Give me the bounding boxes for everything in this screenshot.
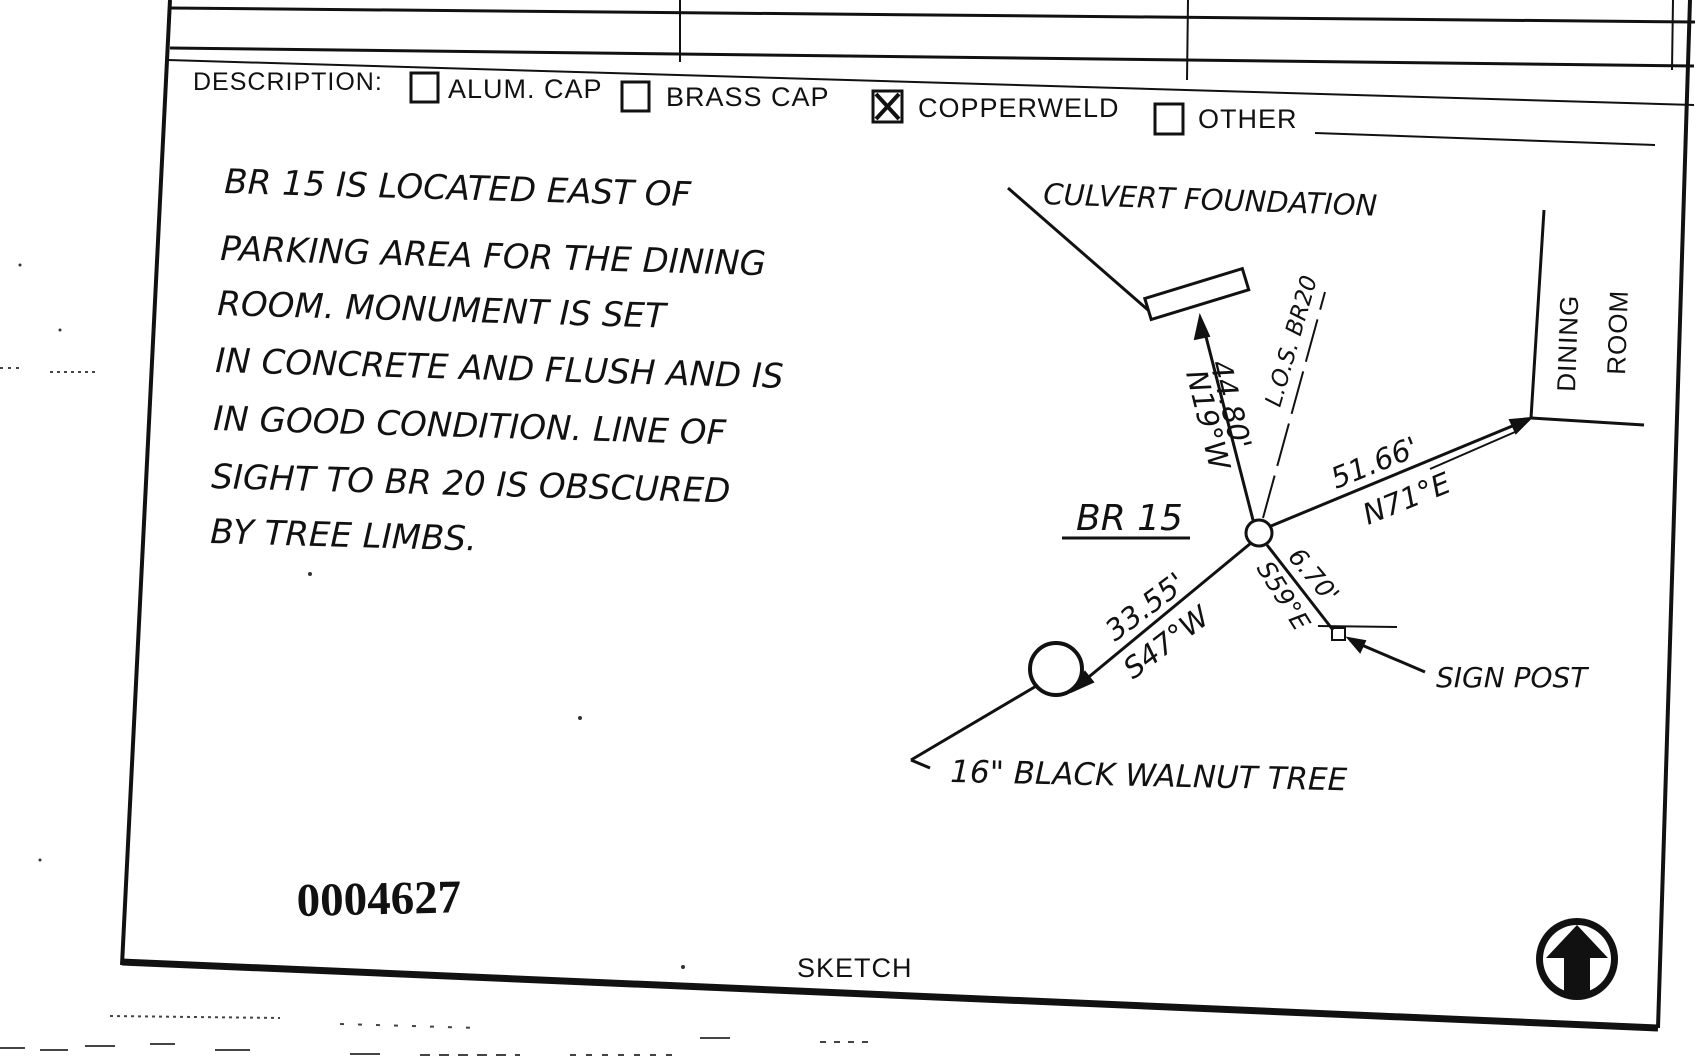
tree-leader: [910, 758, 931, 770]
option-label-copperweld: COPPERWELD: [918, 93, 1120, 123]
description-label: DESCRIPTION:: [193, 68, 383, 96]
tree-circle: [1028, 641, 1084, 697]
north-arrow-icon: [1536, 918, 1618, 1000]
tree-leader: [910, 683, 1039, 762]
culvert-label: CULVERT FOUNDATION: [1043, 177, 1378, 223]
dining-room-wall: [1530, 416, 1645, 427]
option-label-alum-cap: ALUM. CAP: [448, 74, 603, 104]
scan-dots: [18, 263, 685, 969]
line-of-sight: [1262, 291, 1326, 519]
dining-room-wall: [1529, 209, 1546, 419]
sign-post-line: [1317, 625, 1398, 628]
form-frame: [120, 0, 1696, 1032]
note-line: ROOM. MONUMENT IS SET: [217, 284, 669, 337]
arrowhead: [1193, 312, 1211, 341]
tree-label: 16" BLACK WALNUT TREE: [950, 754, 1348, 798]
notes: BR 15 IS LOCATED EAST OF PARKING AREA FO…: [210, 162, 784, 559]
monument-label: BR 15: [1076, 498, 1183, 539]
sign-label: SIGN POST: [1436, 661, 1589, 694]
arrowhead: [1508, 416, 1534, 435]
note-line: BY TREE LIMBS.: [210, 512, 478, 559]
note-line: PARKING AREA FOR THE DINING: [220, 229, 767, 284]
sketch: BR 15 CULVERT FOUNDATION 44.80' N19°W L.…: [910, 177, 1645, 798]
scan-noise: [0, 367, 870, 1056]
note-line: IN CONCRETE AND FLUSH AND IS: [215, 341, 784, 397]
note-line: SIGHT TO BR 20 IS OBSCURED: [211, 457, 731, 511]
checkbox-alum-cap[interactable]: ALUM. CAP: [409, 71, 603, 104]
checkbox-copperweld[interactable]: COPPERWELD: [871, 89, 1120, 124]
dining-traverse: [1270, 420, 1523, 528]
checkbox-box[interactable]: [409, 71, 440, 104]
check-x-icon: [874, 92, 901, 121]
arrowhead: [1345, 636, 1367, 654]
dining-room-label: ROOM: [1601, 289, 1634, 375]
sign-traverse: [1265, 544, 1335, 631]
checkbox-other[interactable]: OTHER: [1153, 102, 1298, 136]
checkbox-box[interactable]: [1153, 102, 1185, 136]
tree-traverse: [1072, 541, 1252, 692]
option-label-brass-cap: BRASS CAP: [666, 82, 830, 112]
sketch-label: SKETCH: [797, 953, 913, 983]
checkbox-box[interactable]: [620, 80, 651, 113]
option-label-other: OTHER: [1198, 104, 1298, 134]
culvert-traverse: [1201, 324, 1255, 521]
document-number: 0004627: [296, 871, 462, 927]
dining-traverse: [1429, 431, 1516, 470]
checkbox-brass-cap[interactable]: BRASS CAP: [620, 80, 830, 113]
note-line: BR 15 IS LOCATED EAST OF: [224, 162, 692, 215]
monument-circle: [1244, 518, 1274, 548]
dining-room-label: DINING: [1551, 294, 1584, 392]
culvert-leader: [1007, 186, 1149, 312]
note-line: IN GOOD CONDITION. LINE OF: [213, 399, 727, 453]
los-label: L.O.S. BR20: [1261, 273, 1323, 410]
sign-post-marker: [1331, 627, 1346, 641]
culvert-foundation: [1142, 266, 1251, 322]
checkbox-box[interactable]: [871, 89, 904, 124]
